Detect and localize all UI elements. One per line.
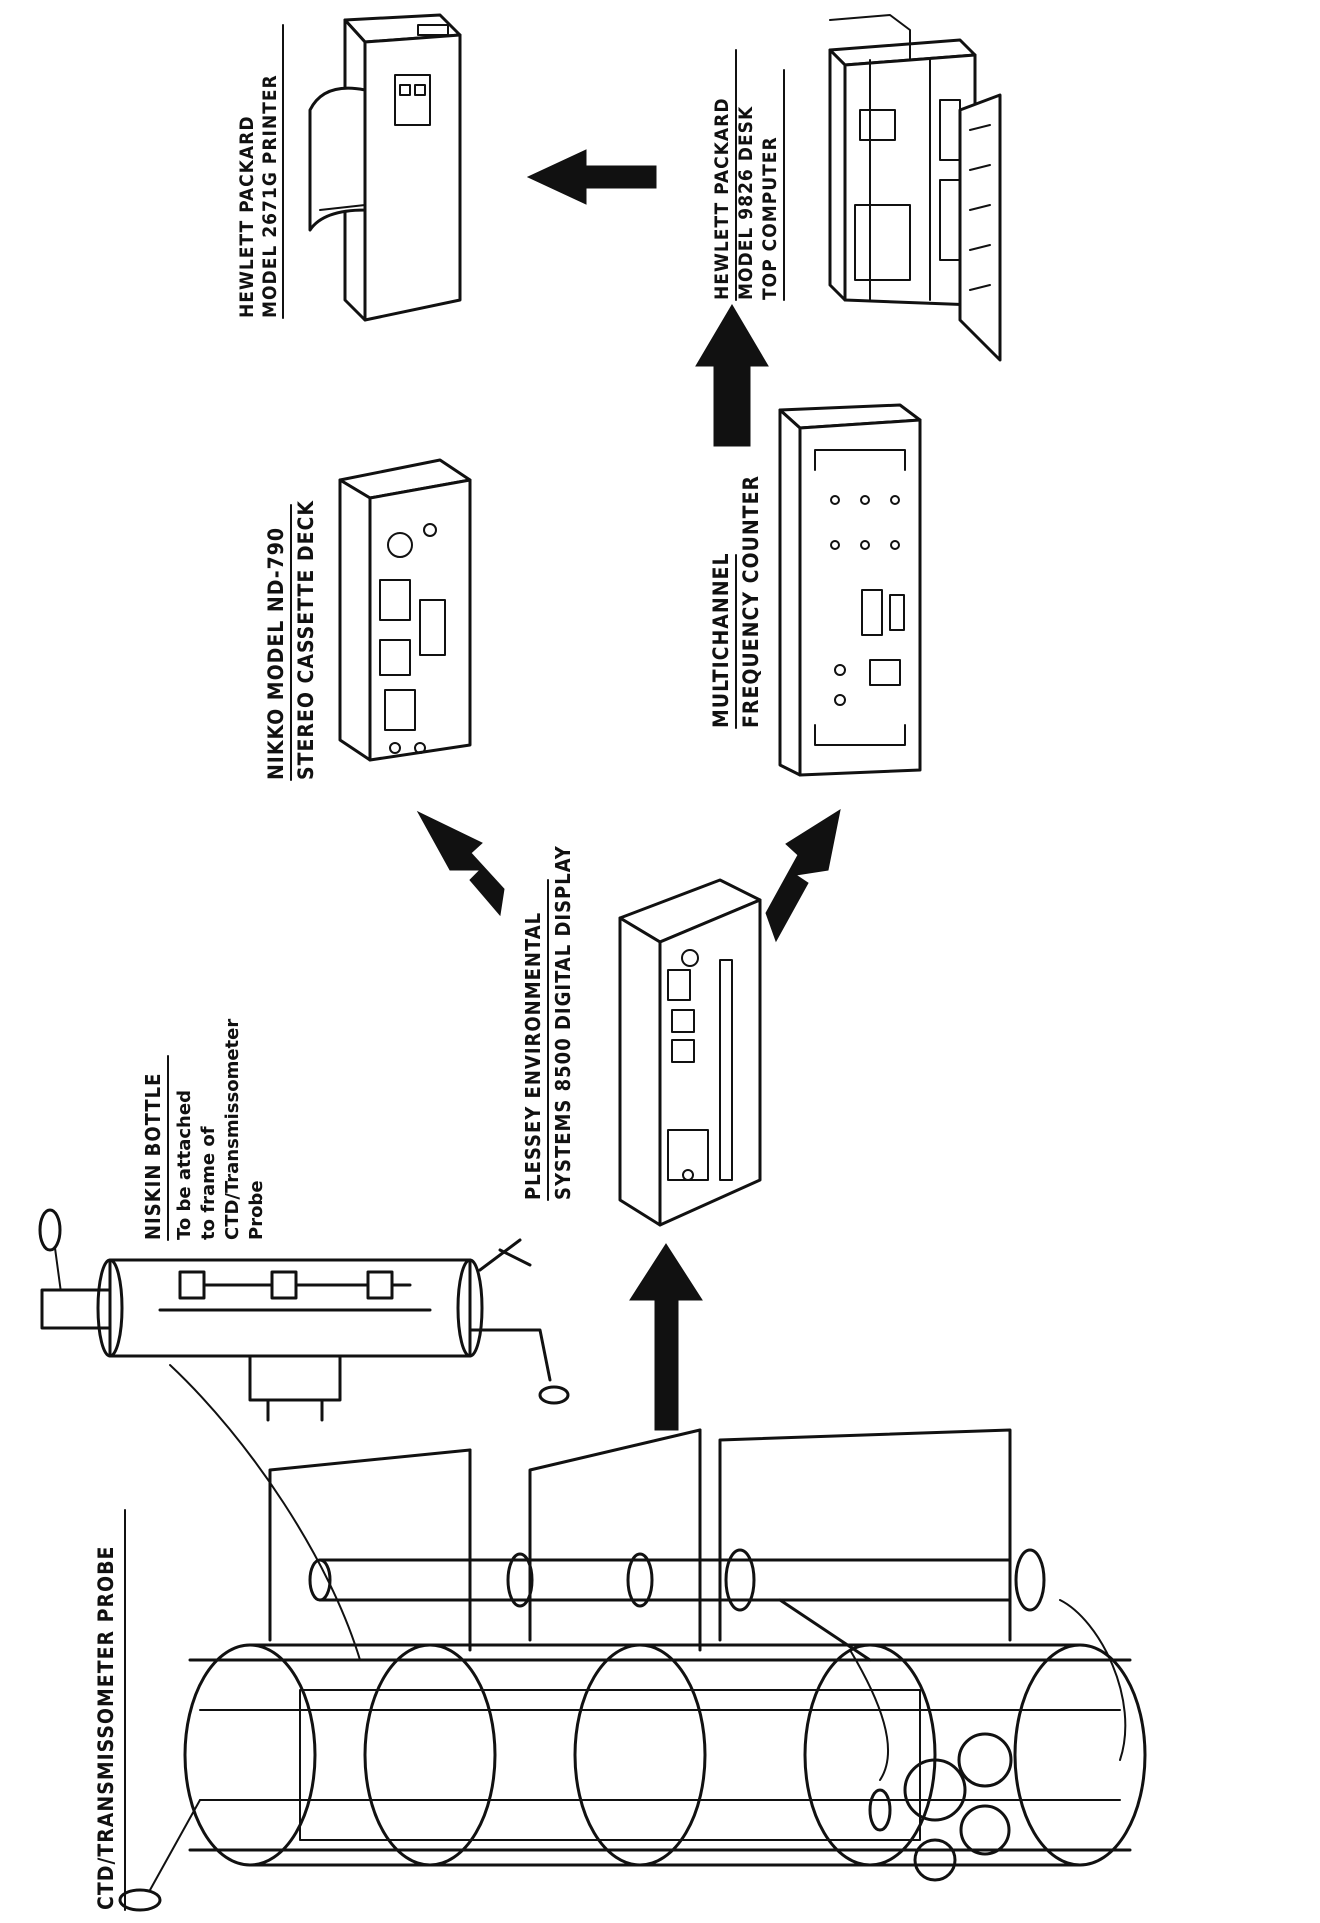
svg-text:MODEL 9826 DESK: MODEL 9826 DESK bbox=[735, 106, 757, 300]
svg-text:CTD/Transmissometer: CTD/Transmissometer bbox=[222, 1019, 243, 1240]
svg-text:NIKKO MODEL ND-790: NIKKO MODEL ND-790 bbox=[264, 527, 288, 780]
arrow-counter-to-computer bbox=[696, 305, 768, 446]
svg-text:SYSTEMS 8500 DIGITAL DISPLAY: SYSTEMS 8500 DIGITAL DISPLAY bbox=[551, 845, 575, 1200]
svg-text:NISKIN BOTTLE: NISKIN BOTTLE bbox=[141, 1073, 165, 1240]
svg-text:to frame of: to frame of bbox=[198, 1126, 219, 1240]
arrow-display-to-counter bbox=[766, 810, 840, 941]
hp-printer-label: HEWLETT PACKARD MODEL 2671G PRINTER bbox=[236, 25, 283, 318]
hp-printer bbox=[310, 15, 460, 320]
frequency-counter-label: MULTICHANNEL FREQUENCY COUNTER bbox=[709, 475, 763, 728]
nikko-cassette-label: NIKKO MODEL ND-790 STEREO CASSETTE DECK bbox=[264, 500, 318, 780]
svg-text:HEWLETT PACKARD: HEWLETT PACKARD bbox=[711, 97, 733, 300]
arrow-display-to-cassette bbox=[418, 812, 504, 915]
svg-text:To be attached: To be attached bbox=[174, 1090, 195, 1240]
svg-text:Probe: Probe bbox=[246, 1180, 267, 1240]
svg-text:CTD/TRANSMISSOMETER PROBE: CTD/TRANSMISSOMETER PROBE bbox=[94, 1546, 118, 1910]
svg-text:MODEL 2671G PRINTER: MODEL 2671G PRINTER bbox=[259, 74, 281, 318]
svg-text:HEWLETT PACKARD: HEWLETT PACKARD bbox=[236, 115, 258, 318]
ctd-probe bbox=[120, 1365, 1145, 1910]
svg-text:PLESSEY ENVIRONMENTAL: PLESSEY ENVIRONMENTAL bbox=[521, 912, 545, 1200]
niskin-bottle-label: NISKIN BOTTLE To be attached to frame of… bbox=[141, 1019, 267, 1240]
nikko-cassette-deck bbox=[340, 460, 470, 760]
hp-computer-label: HEWLETT PACKARD MODEL 9826 DESK TOP COMP… bbox=[711, 50, 784, 300]
frequency-counter bbox=[780, 405, 920, 775]
ctd-probe-label: CTD/TRANSMISSOMETER PROBE bbox=[94, 1510, 125, 1910]
plessey-display bbox=[620, 880, 760, 1225]
svg-text:FREQUENCY COUNTER: FREQUENCY COUNTER bbox=[739, 475, 763, 728]
arrow-computer-to-printer bbox=[528, 150, 656, 204]
hp-computer bbox=[830, 15, 1000, 360]
arrow-probe-to-display bbox=[630, 1244, 702, 1430]
svg-text:TOP COMPUTER: TOP COMPUTER bbox=[759, 136, 781, 300]
svg-text:STEREO CASSETTE DECK: STEREO CASSETTE DECK bbox=[294, 500, 318, 780]
niskin-bottle bbox=[40, 1210, 568, 1420]
plessey-display-label: PLESSEY ENVIRONMENTAL SYSTEMS 8500 DIGIT… bbox=[521, 845, 575, 1200]
svg-text:MULTICHANNEL: MULTICHANNEL bbox=[709, 553, 733, 729]
